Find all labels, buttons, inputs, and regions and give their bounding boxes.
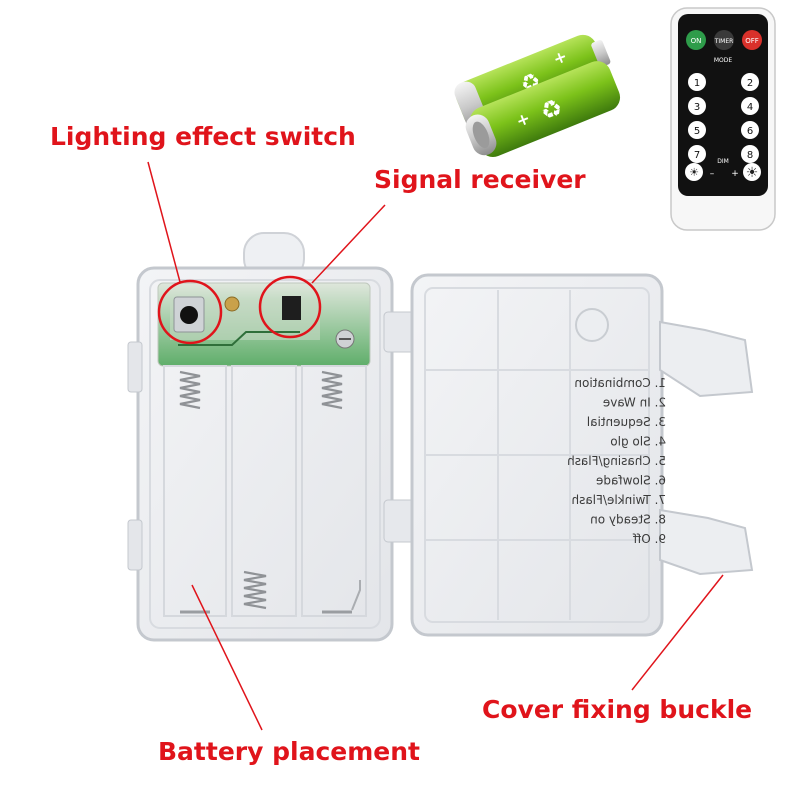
switch-knob (180, 306, 198, 324)
remote-timer-button[interactable] (714, 30, 734, 50)
mode-list-item: 9. Off (632, 532, 666, 546)
remote-off-button[interactable] (742, 30, 762, 50)
battery-box-base (127, 232, 394, 642)
remote-mode-button-4[interactable] (741, 97, 759, 115)
callout-annotations (147, 161, 724, 731)
spring-top-right (321, 370, 343, 410)
cover-fixing-buckle-top[interactable] (659, 320, 754, 398)
mode-list-item: 1. Combination (574, 376, 666, 390)
remote-mode-button-6[interactable] (741, 121, 759, 139)
mode-list-item: 7. Twinkle/Flash (571, 493, 666, 507)
hinge (383, 311, 419, 543)
mode-list-item: 3. Sequential (587, 415, 666, 429)
cover-fixing-buckle-label: Cover fixing buckle (482, 695, 753, 724)
remote-dim-down-button[interactable] (685, 163, 703, 181)
remote-number-buttons: 1 2 3 4 5 6 7 8 (688, 73, 759, 163)
battery-placement-label: Battery placement (158, 737, 420, 766)
svg-text:+: + (550, 46, 570, 69)
mode-list-item: 2. In Wave (603, 396, 666, 410)
remote-mode-button-label: 6 (747, 126, 753, 137)
battery-pair: ♻ + ♻ + (454, 34, 621, 158)
remote-mode-button-2[interactable] (741, 73, 759, 91)
remote-dim-up-button[interactable] (743, 163, 761, 181)
signal-receiver-chip (282, 296, 301, 320)
mode-list-item: 5. Chasing/Flash (567, 454, 666, 468)
sun-small-icon: ☀ (689, 166, 699, 179)
spring-bottom-middle (243, 570, 267, 610)
remote-mode-button-3[interactable] (688, 97, 706, 115)
remote-timer-label: TIMER (714, 38, 734, 45)
remote-control: ON TIMER OFF MODE 1 2 3 4 5 6 7 8 DIM ☀ ☀ – + (670, 7, 776, 231)
remote-mode-label: MODE (714, 57, 733, 64)
receiver-highlight-circle (258, 275, 322, 339)
remote-mode-button-label: 5 (694, 126, 700, 137)
mode-list: 1. Combination 2. In Wave 3. Sequential 4. … (567, 376, 666, 546)
remote-mode-button-8[interactable] (741, 145, 759, 163)
battery-box-lid: 1. Combination 2. In Wave 3. Sequential 4. … (410, 273, 754, 637)
sun-large-icon: ☀ (746, 165, 759, 181)
switch-highlight-circle (157, 279, 223, 345)
cover-fixing-buckle-bottom[interactable] (659, 508, 754, 576)
remote-on-button[interactable] (686, 30, 706, 50)
svg-text:+: + (513, 108, 533, 131)
remote-mode-button-label: 3 (694, 102, 700, 113)
remote-plus-label: + (731, 169, 739, 179)
remote-minus-label: – (710, 169, 715, 179)
remote-mode-button-label: 7 (694, 150, 700, 161)
mode-list-item: 4. Slo glo (610, 435, 666, 449)
remote-mode-button-7[interactable] (688, 145, 706, 163)
mode-list-item: 8. Steady on (590, 513, 666, 527)
remote-mode-button-label: 4 (747, 102, 753, 113)
remote-off-label: OFF (745, 37, 759, 45)
signal-receiver-label: Signal receiver (374, 165, 586, 194)
remote-dim-label: DIM (717, 158, 729, 165)
remote-mode-button-label: 2 (747, 78, 753, 89)
remote-mode-button-1[interactable] (688, 73, 706, 91)
spring-top-left (179, 370, 201, 410)
mode-list-item: 6. Slowfade (596, 474, 666, 488)
remote-mode-button-5[interactable] (688, 121, 706, 139)
remote-on-label: ON (691, 37, 702, 45)
lighting-effect-switch-label: Lighting effect switch (50, 122, 356, 151)
remote-mode-button-label: 1 (694, 78, 700, 89)
remote-mode-button-label: 8 (747, 150, 753, 161)
